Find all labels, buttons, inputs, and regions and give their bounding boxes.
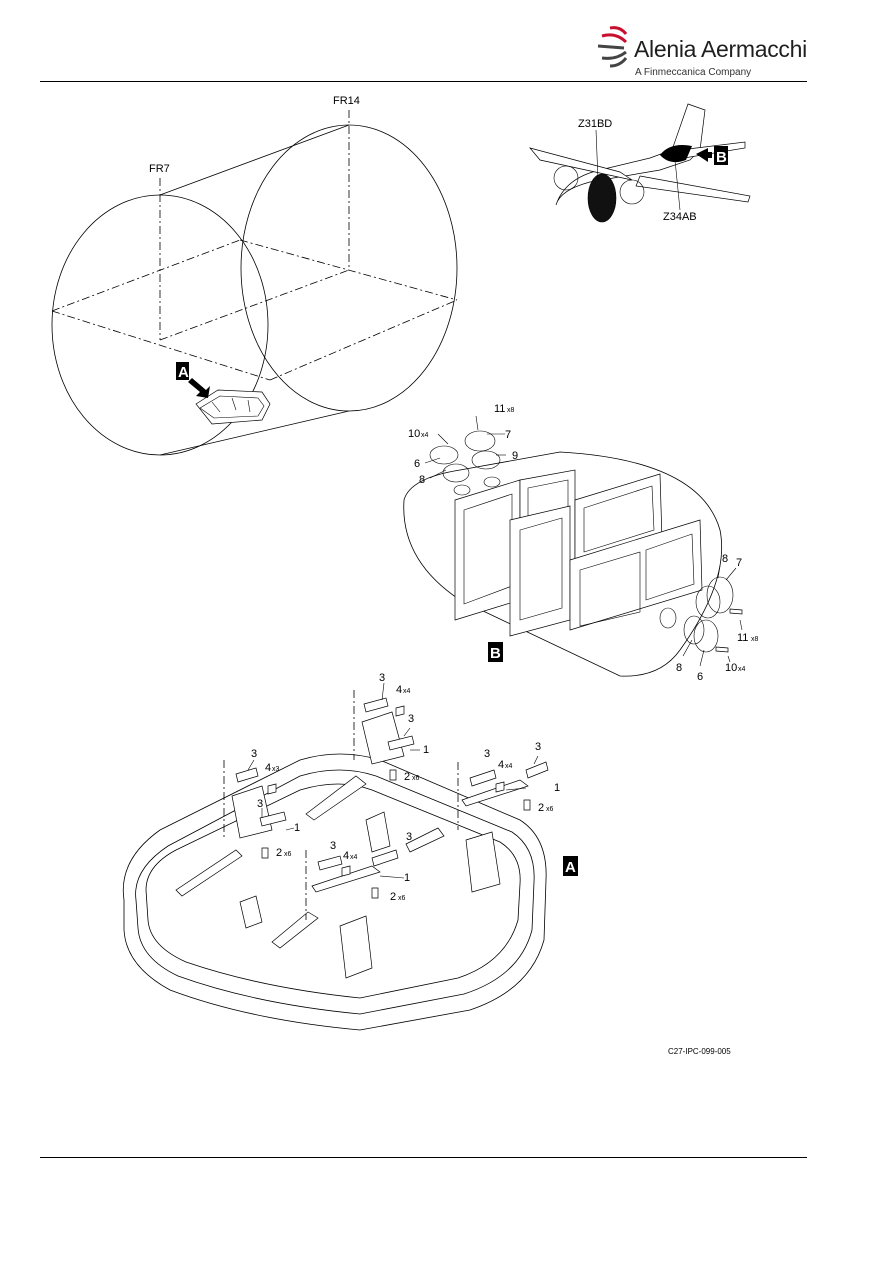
callout: 8 (722, 553, 728, 565)
logo-swoosh-icon (597, 26, 628, 68)
callout: 8 (419, 474, 425, 486)
callout-qty: x6 (284, 851, 292, 858)
callout: 1 (404, 872, 410, 884)
callout: 4 (343, 850, 349, 862)
brand-logo: Alenia Aermacchi A Finmeccanica Company (596, 22, 807, 84)
callout: 3 (406, 831, 412, 843)
callout: 3 (484, 748, 490, 760)
callout-qty: x4 (505, 763, 513, 770)
aircraft-locator: Z31BD Z34AB B (529, 103, 751, 223)
view-a-detail: 3 4 x4 3 1 2 x6 3 4 x3 3 1 2 x6 3 3 4 x4… (122, 672, 578, 1031)
callout: 2 (404, 771, 410, 783)
callout-qty: x4 (738, 666, 746, 673)
view-b-detail: 11 x8 10 x4 7 6 9 8 8 7 11 x8 8 6 10 x4 … (403, 403, 759, 683)
callout: 2 (390, 891, 396, 903)
callout-qty: x4 (350, 854, 358, 861)
callout: 4 (498, 759, 504, 771)
callout: 11 (737, 632, 748, 644)
zone-label-z34ab: Z34AB (663, 211, 697, 223)
header-rule (40, 81, 807, 82)
view-tag-b-locator: B (716, 149, 727, 166)
view-tag-a-overview: A (178, 364, 189, 381)
callout: 10 (408, 428, 420, 440)
callout: 6 (414, 458, 420, 470)
callout: 3 (379, 672, 385, 684)
view-tag-a-box (176, 362, 189, 380)
callout: 10 (725, 662, 737, 674)
callout-qty: x8 (507, 407, 515, 414)
callout: 6 (697, 671, 703, 683)
callout: 8 (676, 662, 682, 674)
figure-id: C27-IPC-099-005 (668, 1047, 731, 1056)
view-tag-a-detail: A (565, 859, 576, 876)
callout: 2 (276, 847, 282, 859)
callout-qty: x6 (412, 775, 420, 782)
callout: 4 (396, 684, 402, 696)
callout: 3 (330, 840, 336, 852)
frame-label-fr7: FR7 (149, 163, 170, 175)
callout: 3 (251, 748, 257, 760)
callout-qty: x6 (398, 895, 406, 902)
callout: 1 (423, 744, 429, 756)
callout: 2 (538, 802, 544, 814)
brand-name: Alenia Aermacchi (634, 36, 807, 62)
callout: 4 (265, 762, 271, 774)
brand-subtitle: A Finmeccanica Company (635, 67, 752, 78)
view-b-callouts: 11 x8 10 x4 7 6 9 8 8 7 11 x8 8 6 10 x4 (408, 403, 759, 683)
view-arrow-icon (188, 378, 210, 398)
callout-qty: x4 (403, 688, 411, 695)
callout: 11 (494, 403, 505, 415)
callout: 1 (294, 822, 300, 834)
callout: 7 (505, 429, 511, 441)
callout: 3 (535, 741, 541, 753)
zone-label-z31bd: Z31BD (578, 118, 612, 130)
callout-qty: x4 (421, 432, 429, 439)
frame-label-fr14: FR14 (333, 95, 360, 107)
callout: 1 (554, 782, 560, 794)
view-arrow-b-icon (696, 148, 712, 162)
callout-qty: x8 (751, 636, 759, 643)
callout: 9 (512, 450, 518, 462)
callout: 7 (736, 557, 742, 569)
fuselage-overview: FR14 FR7 A (51, 95, 458, 456)
view-tag-b-detail: B (490, 645, 501, 662)
callout: 3 (257, 798, 263, 810)
callout-qty: x6 (546, 806, 554, 813)
callout-qty: x3 (272, 766, 280, 773)
footer-rule (40, 1157, 807, 1158)
view-a-callouts: 3 4 x4 3 1 2 x6 3 4 x3 3 1 2 x6 3 3 4 x4… (251, 672, 560, 903)
callout: 3 (408, 713, 414, 725)
